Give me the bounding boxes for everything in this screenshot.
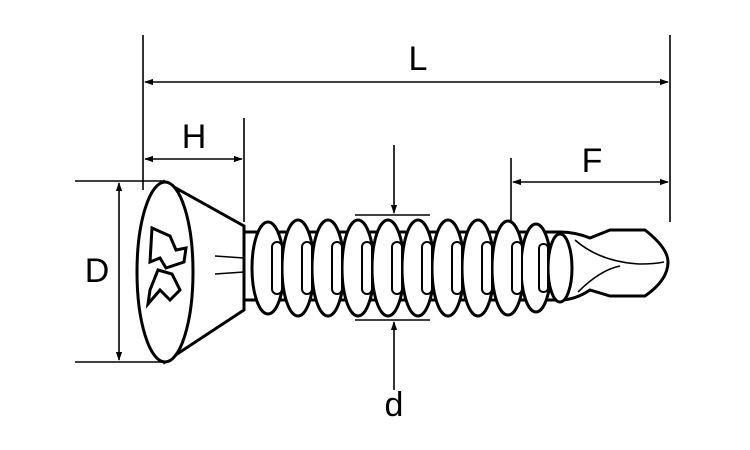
screw-illustration bbox=[135, 179, 670, 365]
drill-flute bbox=[574, 239, 665, 265]
label-F: F bbox=[582, 142, 603, 180]
label-D: D bbox=[85, 252, 110, 290]
extension-lines bbox=[75, 35, 671, 363]
head-neck-detail bbox=[214, 255, 245, 275]
dimension-lines bbox=[115, 78, 669, 390]
drill-flute-lower bbox=[577, 265, 621, 293]
label-L: L bbox=[409, 40, 428, 78]
screw-threads bbox=[250, 218, 574, 318]
label-H: H bbox=[182, 118, 207, 156]
phillips-recess-icon bbox=[145, 225, 188, 309]
label-d: d bbox=[385, 386, 404, 424]
